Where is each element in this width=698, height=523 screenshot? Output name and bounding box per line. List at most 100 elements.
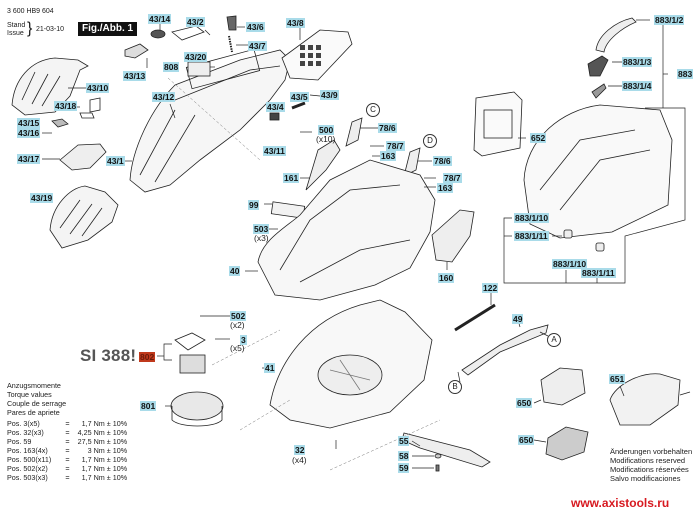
label-43-15[interactable]: 43/15	[17, 118, 41, 128]
label-883-1-11-a[interactable]: 883/1/11	[514, 231, 549, 241]
website-link[interactable]: www.axistools.ru	[571, 496, 670, 510]
label-32[interactable]: 32	[294, 445, 306, 455]
issue-date: 21-03-10	[36, 26, 65, 33]
modifications-en: Modifications reserved	[610, 456, 686, 465]
modifications-fr: Modifications réservées	[610, 465, 689, 474]
qty-32: (x4)	[292, 455, 307, 465]
torque-tol: ± 10%	[106, 464, 128, 473]
label-49[interactable]: 49	[512, 314, 524, 324]
label-500[interactable]: 500	[318, 125, 335, 135]
label-652[interactable]: 652	[530, 133, 547, 143]
label-883-1-10-b[interactable]: 883/1/10	[552, 259, 588, 269]
label-43-13[interactable]: 43/13	[123, 71, 147, 81]
label-43-14[interactable]: 43/14	[148, 14, 172, 24]
label-78-6-d[interactable]: 78/6	[433, 156, 452, 166]
torque-tol: ± 10%	[106, 455, 128, 464]
part-160	[431, 209, 475, 263]
label-78-6-c[interactable]: 78/6	[378, 123, 397, 133]
label-43-10[interactable]: 43/10	[86, 83, 110, 93]
label-43-4[interactable]: 43/4	[266, 102, 285, 112]
qty-503: (x3)	[254, 233, 269, 243]
label-161[interactable]: 161	[283, 173, 300, 183]
label-78-7-d[interactable]: 78/7	[443, 173, 462, 183]
label-40[interactable]: 40	[229, 266, 241, 276]
label-883-1-10-a[interactable]: 883/1/10	[514, 213, 550, 223]
label-43-1[interactable]: 43/1	[106, 156, 125, 166]
label-883-1-11-b[interactable]: 883/1/11	[581, 268, 616, 278]
label-3[interactable]: 3	[240, 335, 247, 345]
label-808[interactable]: 808	[163, 62, 180, 72]
torque-item: 163(4x)	[23, 446, 48, 455]
label-43-12[interactable]: 43/12	[152, 92, 176, 102]
label-883-1-3[interactable]: 883/1/3	[622, 57, 653, 67]
label-502[interactable]: 502	[230, 311, 247, 321]
torque-pos: Pos.	[7, 446, 22, 455]
part-43-19	[49, 185, 119, 249]
part-651-charger	[609, 373, 681, 426]
qty-500: (x10)	[316, 134, 336, 144]
torque-eq: =	[65, 455, 70, 464]
label-43-18[interactable]: 43/18	[54, 101, 78, 111]
qty-502: (x2)	[230, 320, 245, 330]
label-43-19[interactable]: 43/19	[30, 193, 54, 203]
label-43-11[interactable]: 43/11	[263, 146, 286, 156]
torque-eq: =	[65, 419, 70, 428]
label-883[interactable]: 883	[677, 69, 694, 79]
part-43-14	[150, 29, 166, 39]
torque-item: 503(x3)	[23, 473, 48, 482]
part-802-cover	[174, 332, 206, 351]
label-58[interactable]: 58	[398, 451, 410, 461]
torque-pos: Pos.	[7, 419, 22, 428]
label-43-2[interactable]: 43/2	[186, 17, 205, 27]
label-651[interactable]: 651	[609, 374, 626, 384]
torque-eq: =	[65, 446, 70, 455]
part-883-1-4	[591, 83, 607, 99]
part-43-4	[269, 112, 280, 121]
label-43-6[interactable]: 43/6	[246, 22, 265, 32]
callout-d: D	[423, 134, 437, 148]
stand-label: Stand	[7, 22, 26, 29]
torque-item: 500(x11)	[23, 455, 52, 464]
label-43-17[interactable]: 43/17	[17, 154, 41, 164]
part-802-board	[179, 354, 206, 374]
part-801-motor	[170, 391, 224, 421]
label-78-7-c[interactable]: 78/7	[386, 141, 405, 151]
label-802[interactable]: 802	[139, 352, 156, 362]
label-55[interactable]: 55	[398, 436, 410, 446]
label-43-20[interactable]: 43/20	[184, 52, 208, 62]
label-650-a[interactable]: 650	[516, 398, 533, 408]
label-59[interactable]: 59	[398, 463, 410, 473]
part-122	[454, 303, 496, 332]
label-163-d[interactable]: 163	[437, 183, 454, 193]
callout-a: A	[547, 333, 561, 347]
part-43-6	[226, 15, 237, 31]
label-503[interactable]: 503	[253, 224, 270, 234]
label-122[interactable]: 122	[482, 283, 499, 293]
torque-val: 1,7	[81, 464, 92, 473]
label-160[interactable]: 160	[438, 273, 455, 283]
label-43-7[interactable]: 43/7	[248, 41, 267, 51]
part-43-5	[291, 101, 306, 110]
torque-pos: Pos.	[7, 437, 22, 446]
label-43-5[interactable]: 43/5	[290, 92, 309, 102]
part-883-1-2-handle	[595, 17, 637, 53]
label-99[interactable]: 99	[248, 200, 260, 210]
label-43-8[interactable]: 43/8	[286, 18, 305, 28]
part-43-13	[124, 43, 149, 59]
part-59	[435, 464, 440, 472]
torque-unit: Nm	[93, 455, 105, 464]
label-801[interactable]: 801	[140, 401, 157, 411]
torque-tol: ± 10%	[106, 437, 128, 446]
label-883-1-4[interactable]: 883/1/4	[622, 81, 653, 91]
label-43-16[interactable]: 43/16	[17, 128, 41, 138]
label-650-b[interactable]: 650	[518, 435, 535, 445]
label-41[interactable]: 41	[264, 363, 276, 373]
label-43-9[interactable]: 43/9	[320, 90, 339, 100]
label-883-1-2[interactable]: 883/1/2	[654, 15, 685, 25]
label-163-c[interactable]: 163	[380, 151, 397, 161]
